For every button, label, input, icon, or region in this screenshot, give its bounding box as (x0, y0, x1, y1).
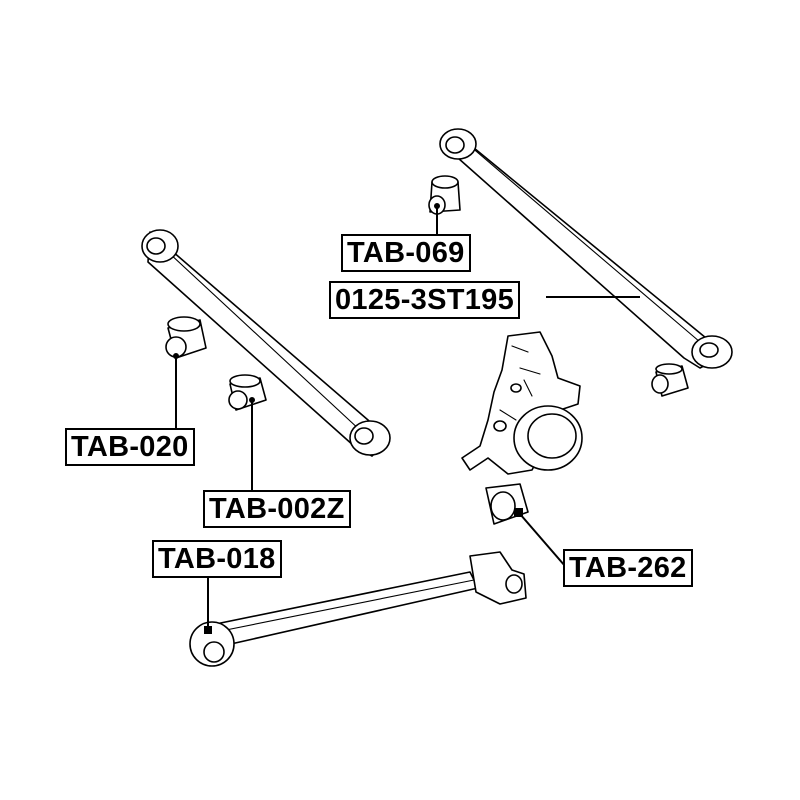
label-tab-020: TAB-020 (65, 428, 195, 466)
knuckle-hub (461, 331, 583, 525)
label-tab-018: TAB-018 (152, 540, 282, 578)
upper-right-arm (439, 128, 733, 369)
leader-lines (173, 203, 640, 634)
bushing-tab-002z (228, 374, 267, 411)
bushing-tab-020 (165, 316, 207, 359)
label-tab-262: TAB-262 (563, 549, 693, 587)
label-0125-3st195: 0125-3ST195 (329, 281, 521, 319)
bushing-small-right (651, 363, 689, 397)
label-tab-069: TAB-069 (341, 234, 471, 272)
bushing-tab-069 (428, 175, 461, 215)
upper-left-arm (141, 229, 391, 457)
label-tab-002z: TAB-002Z (203, 490, 351, 528)
lower-trailing-arm (189, 551, 527, 667)
